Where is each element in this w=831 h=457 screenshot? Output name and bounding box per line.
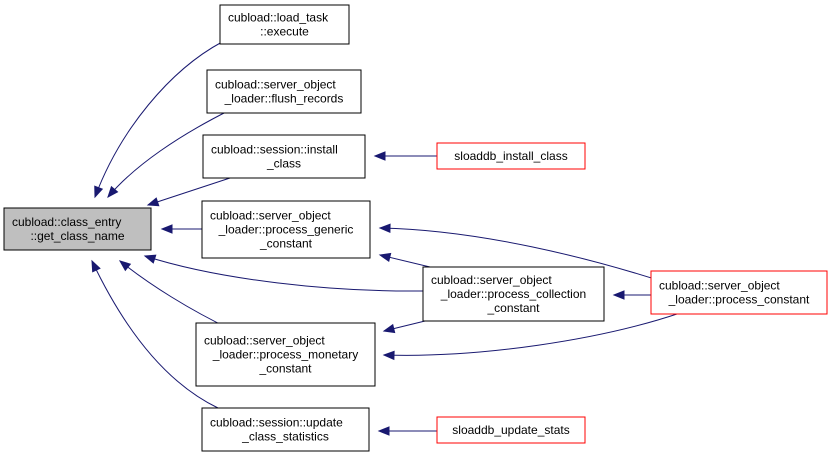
node-label-line: cubload::class_entry [12,215,121,229]
node-box[interactable] [206,69,362,114]
edge-process_collection_constant-to-get_class_name [143,254,424,292]
arrowhead-icon [91,259,101,273]
node-label-line: ::get_class_name [30,229,124,243]
node-process-generic-constant[interactable]: cubload::server_object_loader::process_g… [201,200,371,259]
arrowhead-icon [143,254,157,264]
node-get-class-name[interactable]: cubload::class_entry::get_class_name [3,207,152,251]
edge-flush_records-to-get_class_name [107,109,231,199]
node-box[interactable] [422,266,605,322]
node-label-line: cubload::server_object [210,209,331,223]
edge-line [94,41,223,198]
arrowhead-icon [612,290,625,300]
node-flush-records[interactable]: cubload::server_object_loader::flush_rec… [206,69,362,114]
arrowhead-icon [378,252,392,263]
node-update-class-statistics[interactable]: cubload::session::update_class_statistic… [201,407,370,452]
arrowhead-icon [146,197,160,207]
node-box[interactable] [3,207,152,251]
node-label-line: _constant [258,362,312,376]
edge-process_collection_constant-to-process_monetary_constant [382,320,426,334]
edge-sloaddb_update_stats-to-update_class_statistics [377,426,437,436]
node-label-line: _loader::process_monetary [212,348,358,362]
node-box[interactable] [201,200,371,259]
node-box[interactable] [650,270,828,315]
node-box[interactable] [202,134,366,179]
node-sloaddb-install-class[interactable]: sloaddb_install_class [436,142,586,170]
edge-process_generic_constant-to-get_class_name [160,224,202,234]
edge-update_class_statistics-to-get_class_name [91,259,219,409]
edge-line [107,109,231,198]
node-label-line: _class_statistics [241,430,329,444]
node-label-line: _loader::process_constant [668,293,810,307]
nodes-layer: cubload::class_entry::get_class_namecubl… [3,4,828,452]
node-label-line: cubload::session::update [210,416,343,430]
node-label-line: cubload::server_object [215,78,336,92]
arrowhead-icon [107,185,119,199]
node-label-line: cubload::server_object [431,273,552,287]
node-load-task-execute[interactable]: cubload::load_task::execute [219,4,350,45]
node-process-collection-constant[interactable]: cubload::server_object_loader::process_c… [422,266,605,322]
arrowhead-icon [382,350,395,361]
node-box[interactable] [195,322,376,387]
edge-process_collection_constant-to-process_generic_constant [378,252,431,268]
arrowhead-icon [382,323,396,334]
node-box[interactable] [436,142,586,170]
edges-layer [91,41,681,436]
node-process-monetary-constant[interactable]: cubload::server_object_loader::process_m… [195,322,376,387]
node-label-line: cubload::server_object [659,279,780,293]
edge-sloaddb_install_class-to-session_install_class [373,151,437,161]
node-box[interactable] [436,416,586,444]
node-session-install-class[interactable]: cubload::session::install_class [202,134,366,179]
arrowhead-icon [377,426,390,436]
node-label-line: _loader::process_generic [218,223,354,237]
arrowhead-icon [373,151,386,161]
node-label-line: _constant [486,301,540,315]
node-sloaddb-update-stats[interactable]: sloaddb_update_stats [436,416,586,444]
edge-line [119,260,233,331]
edge-load_task_execute-to-get_class_name [94,41,223,199]
node-label-line: sloaddb_update_stats [452,423,569,437]
edge-process_constant-to-process_generic_constant [378,223,668,284]
node-label-line: cubload::load_task [228,11,329,25]
edge-line [147,177,231,206]
edge-line [144,255,424,292]
node-box[interactable] [219,4,350,45]
node-label-line: cubload::server_object [204,334,325,348]
edge-line [91,260,219,409]
node-label-line: sloaddb_install_class [454,149,567,163]
node-label-line: _class [266,157,301,171]
edge-line [379,227,668,284]
edge-session_install_class-to-get_class_name [146,177,231,207]
node-label-line: _loader::process_collection [440,287,586,301]
arrowhead-icon [378,223,391,233]
edge-process_monetary_constant-to-get_class_name [118,260,233,331]
node-label-line: cubload::session::install [211,143,338,157]
arrowhead-icon [160,224,173,234]
arrowhead-icon [118,260,132,272]
arrowhead-icon [94,185,104,199]
node-label-line: ::execute [260,25,309,39]
node-process-constant[interactable]: cubload::server_object_loader::process_c… [650,270,828,315]
edge-process_constant-to-process_monetary_constant [382,312,681,361]
node-label-line: _constant [259,237,313,251]
node-box[interactable] [201,407,370,452]
edge-process_constant-to-process_collection_constant [612,290,651,300]
edge-line [383,312,681,356]
node-label-line: _loader::flush_records [224,92,344,106]
